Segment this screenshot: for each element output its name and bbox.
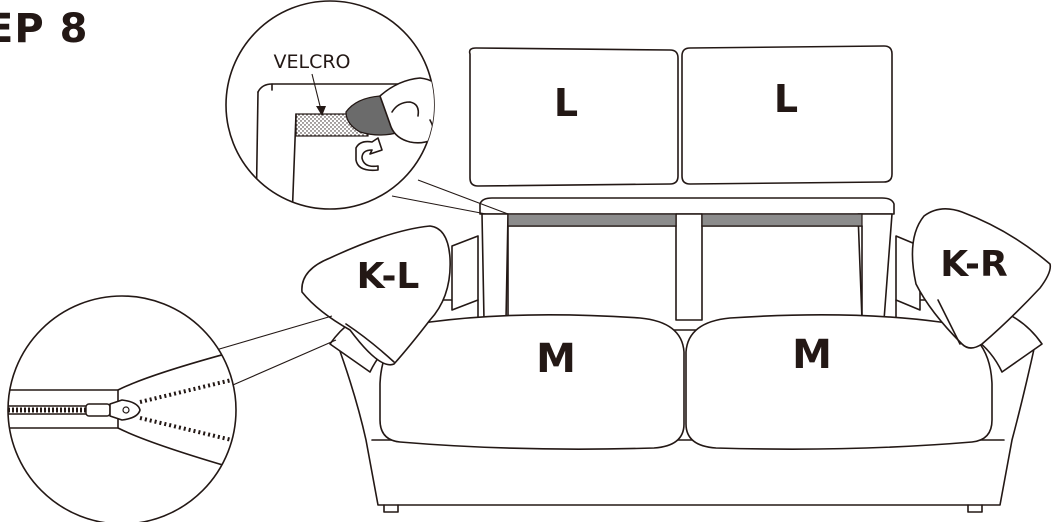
label-headrest-left: L xyxy=(554,81,578,125)
label-seat-right: M xyxy=(792,332,832,378)
seat-left xyxy=(380,315,684,449)
backrest-frame xyxy=(480,198,894,320)
zipper-leader-line xyxy=(216,316,336,388)
label-armrest-right: K-R xyxy=(940,244,1007,285)
zipper-detail-callout xyxy=(0,296,336,522)
headrest-cushions xyxy=(470,46,892,186)
velcro-strip-left xyxy=(508,214,676,226)
label-seat-left: M xyxy=(536,336,576,382)
seat-right xyxy=(686,315,992,449)
velcro-label: VELCRO xyxy=(273,51,350,73)
velcro-strip-right xyxy=(702,214,862,226)
velcro-detail-callout: VELCRO xyxy=(226,1,508,220)
label-headrest-right: L xyxy=(774,77,798,121)
label-armrest-left: K-L xyxy=(357,256,420,297)
